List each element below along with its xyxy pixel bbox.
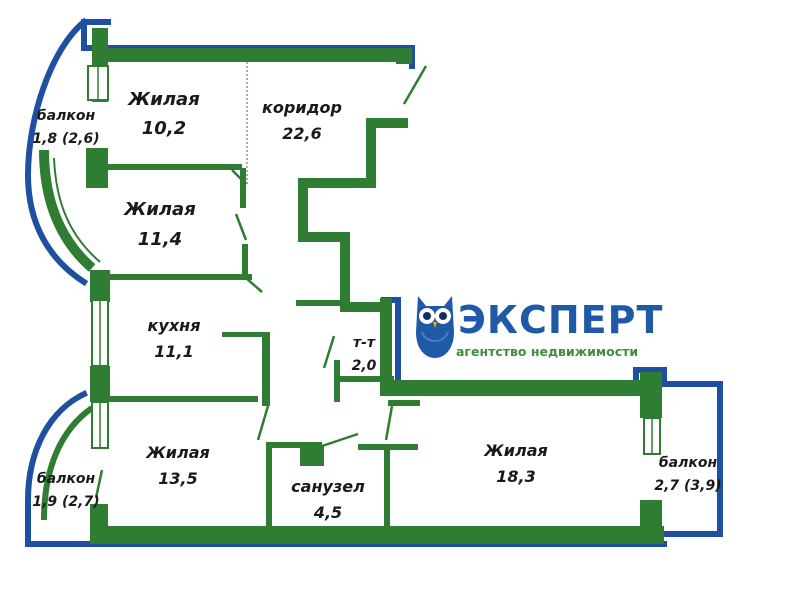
balcony-name-2: балкон (37, 471, 96, 487)
room-area-bathroom: 4,5 (313, 503, 342, 522)
balcony-name-1: балкон (37, 108, 96, 124)
room-area-living1: 10,2 (142, 118, 186, 139)
balcony-area-2: 1,9 (2,7) (32, 494, 99, 510)
room-area-kitchen: 11,1 (154, 342, 193, 361)
room-name-living2: Жилая (122, 199, 196, 220)
balcony-name-3: балкон (659, 455, 718, 471)
room-name-living3: Жилая (145, 443, 210, 462)
room-area-living2: 11,4 (138, 229, 182, 250)
room-name-wc: т-т (353, 335, 376, 351)
window-lines (97, 66, 653, 454)
room-name-corridor: коридор (262, 98, 342, 117)
logo-subtitle: агентство недвижимости (456, 344, 639, 359)
doors (94, 65, 428, 499)
balcony-glazing (39, 149, 101, 521)
room-area-wc: 2,0 (352, 358, 377, 374)
room-area-corridor: 22,6 (282, 124, 321, 143)
room-name-bathroom: санузел (291, 477, 365, 496)
room-name-kitchen: кухня (148, 316, 201, 335)
room-area-living4: 18,3 (496, 467, 535, 486)
agency-logo: ЭКСПЕРТ агентство недвижимости (414, 292, 662, 362)
room-area-living3: 13,5 (158, 469, 197, 488)
logo-name: ЭКСПЕРТ (458, 298, 664, 342)
walls (86, 28, 664, 544)
owl-icon (416, 296, 454, 358)
room-name-living4: Жилая (483, 441, 548, 460)
room-name-living1: Жилая (126, 89, 200, 110)
balcony-area-1: 1,8 (2,6) (32, 131, 99, 147)
balcony-area-3: 2,7 (3,9) (654, 478, 721, 494)
